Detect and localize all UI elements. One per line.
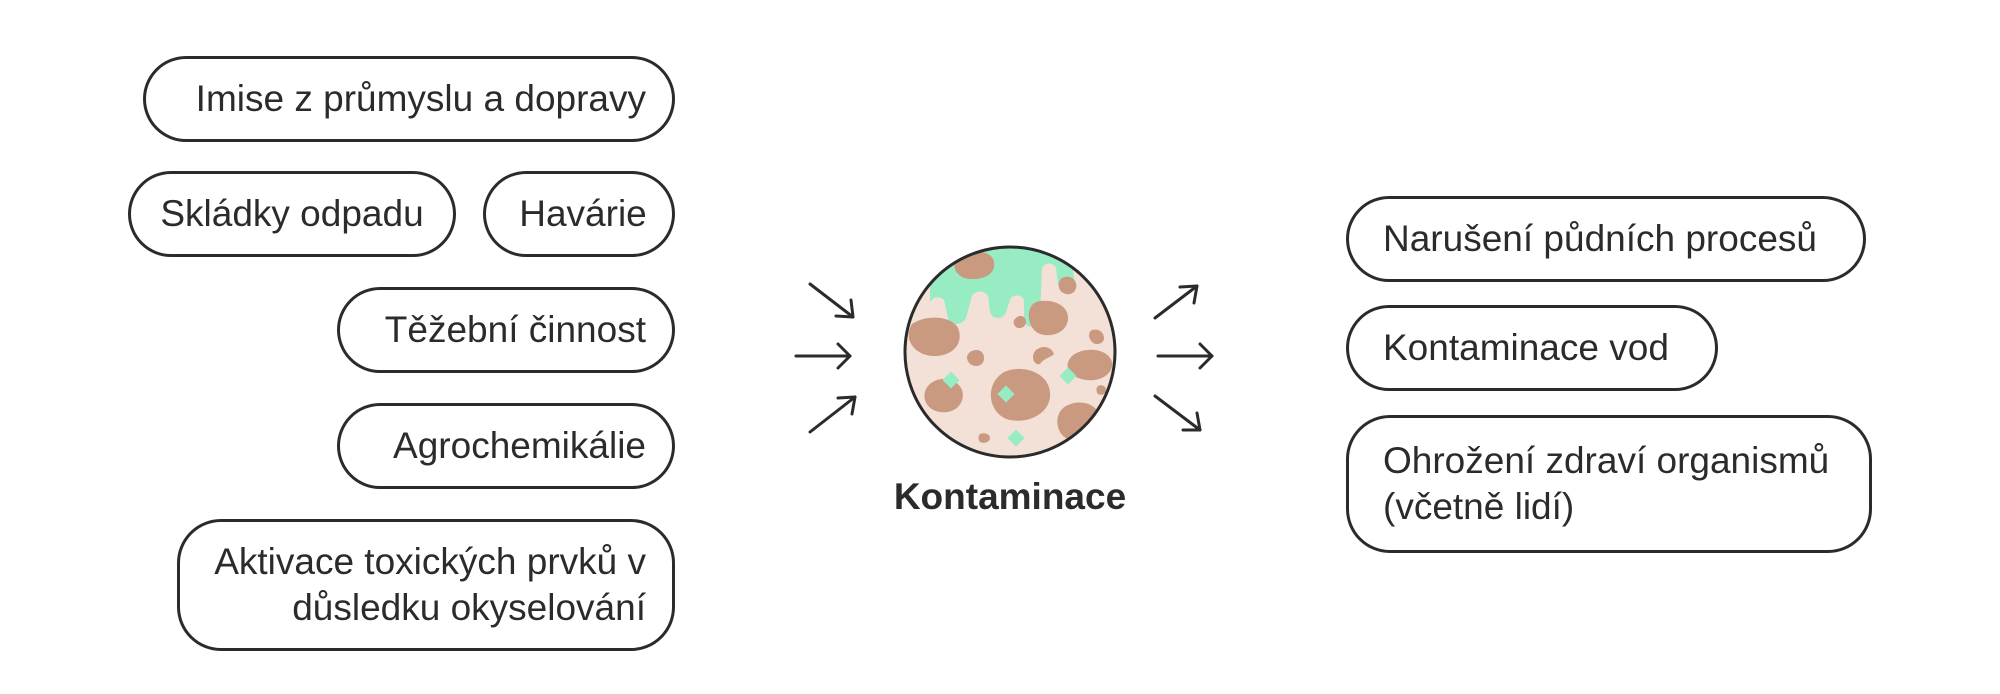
outgoing-arrow-bottom xyxy=(1153,394,1202,432)
effect-label: Narušení půdních procesů xyxy=(1383,218,1817,259)
outgoing-arrows xyxy=(1153,284,1214,432)
cause-label: Skládky odpadu xyxy=(160,193,424,234)
cause-label: Aktivace toxických prvků v důsledku okys… xyxy=(214,541,646,628)
cause-label: Imise z průmyslu a dopravy xyxy=(195,78,646,119)
cause-toxic-element-activation: Aktivace toxických prvků v důsledku okys… xyxy=(177,519,675,651)
cause-landfills: Skládky odpadu xyxy=(128,171,456,257)
cause-mining: Těžební činnost xyxy=(337,287,675,373)
effect-health-threat: Ohrožení zdraví organismů (včetně lidí) xyxy=(1346,415,1872,553)
contaminated-soil-icon xyxy=(903,245,1117,459)
effect-water-contamination: Kontaminace vod xyxy=(1346,305,1718,391)
effect-label: Kontaminace vod xyxy=(1383,327,1669,368)
cause-accidents: Havárie xyxy=(483,171,675,257)
outgoing-arrow-top xyxy=(1153,284,1199,320)
incoming-arrow-middle xyxy=(794,342,852,370)
cause-agrochemicals: Agrochemikálie xyxy=(337,403,675,489)
incoming-arrows xyxy=(794,282,857,434)
cause-industry-traffic-emissions: Imise z průmyslu a dopravy xyxy=(143,56,675,142)
effect-label: Ohrožení zdraví organismů (včetně lidí) xyxy=(1383,440,1830,527)
effect-soil-process-disruption: Narušení půdních procesů xyxy=(1346,196,1866,282)
center-label-contamination: Kontaminace xyxy=(893,476,1127,517)
incoming-arrow-top xyxy=(808,282,855,319)
cause-label: Těžební činnost xyxy=(384,309,646,350)
incoming-arrow-bottom xyxy=(808,395,857,434)
cause-label: Havárie xyxy=(519,193,647,234)
cause-label: Agrochemikálie xyxy=(393,425,646,466)
outgoing-arrow-middle xyxy=(1156,342,1214,370)
